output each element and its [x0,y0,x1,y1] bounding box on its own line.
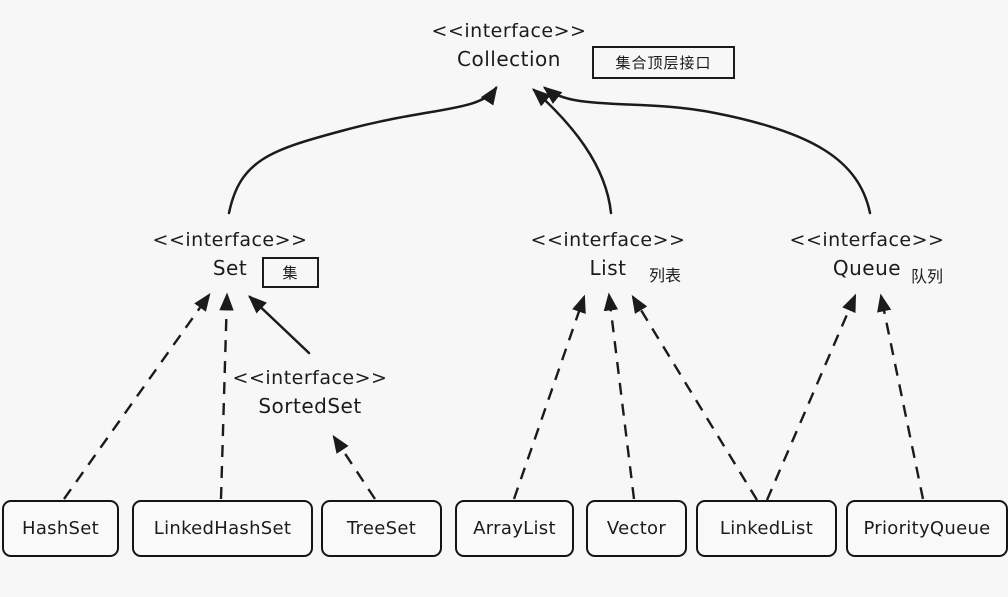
class-box-vector: Vector [586,500,687,557]
class-box-arraylist: ArrayList [455,500,574,557]
class-box-linkedhashset: LinkedHashSet [132,500,313,557]
class-box-priorityqueue: PriorityQueue [846,500,1008,557]
class-box-linkedlist: LinkedList [696,500,837,557]
class-box-treeset: TreeSet [321,500,442,557]
sortedset-name: SortedSet [258,394,362,418]
edge-vector-list [603,292,636,500]
set-note-box: 集 [262,257,319,288]
queue-name: Queue [832,256,902,280]
edge-queue-collection [542,86,872,215]
node-collection: <<interface>> Collection [399,18,619,73]
class-box-hashset: HashSet [2,500,119,557]
edge-list-collection [532,88,613,215]
edge-hashset-set [63,292,211,500]
list-name: List [589,256,627,280]
edge-treeset-sortedset [332,434,377,500]
collection-stereotype: <<interface>> [431,20,587,42]
edge-arraylist-list [512,294,586,500]
edge-linkedlist-list [631,294,759,501]
set-name: Set [212,256,248,280]
collection-name: Collection [457,47,561,71]
edge-linkedlist-queue [765,293,857,501]
collection-note-box: 集合顶层接口 [592,46,735,79]
node-set: <<interface>> Set [120,227,340,282]
node-list: <<interface>> List [498,227,718,282]
list-note-label: 列表 [649,266,682,285]
edge-priorityqueue-queue [877,293,925,500]
list-stereotype: <<interface>> [530,229,686,251]
node-sortedset: <<interface>> SortedSet [200,365,420,420]
edge-sortedset-set [248,295,311,355]
sortedset-stereotype: <<interface>> [232,367,388,389]
edge-set-collection [227,85,498,215]
edge-linkedhashset-set [219,292,234,500]
queue-note-label: 队列 [911,267,944,286]
set-stereotype: <<interface>> [152,229,308,251]
node-queue: <<interface>> Queue [757,227,977,282]
queue-stereotype: <<interface>> [789,229,945,251]
